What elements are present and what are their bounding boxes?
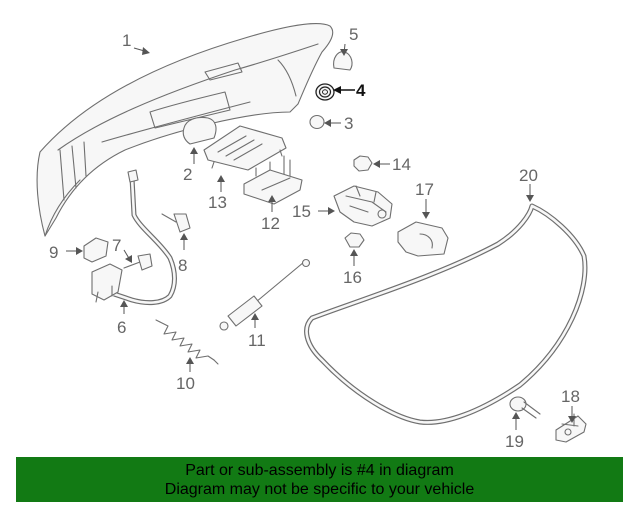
callout-17: 17 — [415, 180, 434, 199]
plug-part — [309, 114, 325, 130]
callout-8: 8 — [178, 256, 187, 275]
seal-bolt-part — [509, 396, 541, 419]
callout-9: 9 — [49, 243, 58, 262]
callout-19: 19 — [505, 432, 524, 451]
grommet-part — [315, 83, 335, 101]
parts-diagram: 1 2 3 4 5 6 7 8 9 10 11 12 13 14 15 16 1… — [36, 23, 588, 451]
callout-15: 15 — [292, 202, 311, 221]
leader-lines — [66, 43, 576, 430]
callout-10: 10 — [176, 374, 195, 393]
bump-stop-part — [333, 51, 353, 71]
callout-13: 13 — [208, 193, 227, 212]
callout-16: 16 — [343, 268, 362, 287]
info-banner: Part or sub-assembly is #4 in diagram Di… — [16, 457, 623, 502]
callout-7: 7 — [112, 236, 121, 255]
callout-5: 5 — [349, 25, 358, 44]
gas-strut-part — [219, 258, 311, 331]
callout-20: 20 — [519, 166, 538, 185]
bolt-part — [161, 213, 191, 233]
latch-nut-part — [344, 232, 365, 248]
seal-part — [304, 203, 588, 425]
banner-line-part-number: Part or sub-assembly is #4 in diagram — [185, 461, 454, 479]
callout-18: 18 — [561, 387, 580, 406]
callout-14: 14 — [392, 155, 411, 174]
callout-2: 2 — [183, 165, 192, 184]
spring-part — [155, 319, 219, 365]
callout-6: 6 — [117, 318, 126, 337]
banner-line-disclaimer: Diagram may not be specific to your vehi… — [164, 480, 475, 498]
buffer-part — [83, 237, 109, 263]
nut-part — [353, 155, 373, 172]
latch-cover-part — [397, 221, 449, 257]
callout-labels: 1 2 3 4 5 6 7 8 9 10 11 12 13 14 15 16 1… — [49, 25, 580, 451]
switch-part — [243, 155, 303, 205]
handle-part — [203, 125, 287, 171]
callout-12: 12 — [261, 214, 280, 233]
bumper-part — [182, 116, 217, 145]
latch-part — [333, 185, 393, 227]
callout-3: 3 — [344, 114, 353, 133]
callout-1: 1 — [122, 31, 131, 50]
callout-4: 4 — [356, 81, 366, 100]
hinge-bolt-part — [123, 253, 153, 271]
callout-11: 11 — [248, 331, 266, 350]
hinge-part — [91, 169, 177, 306]
